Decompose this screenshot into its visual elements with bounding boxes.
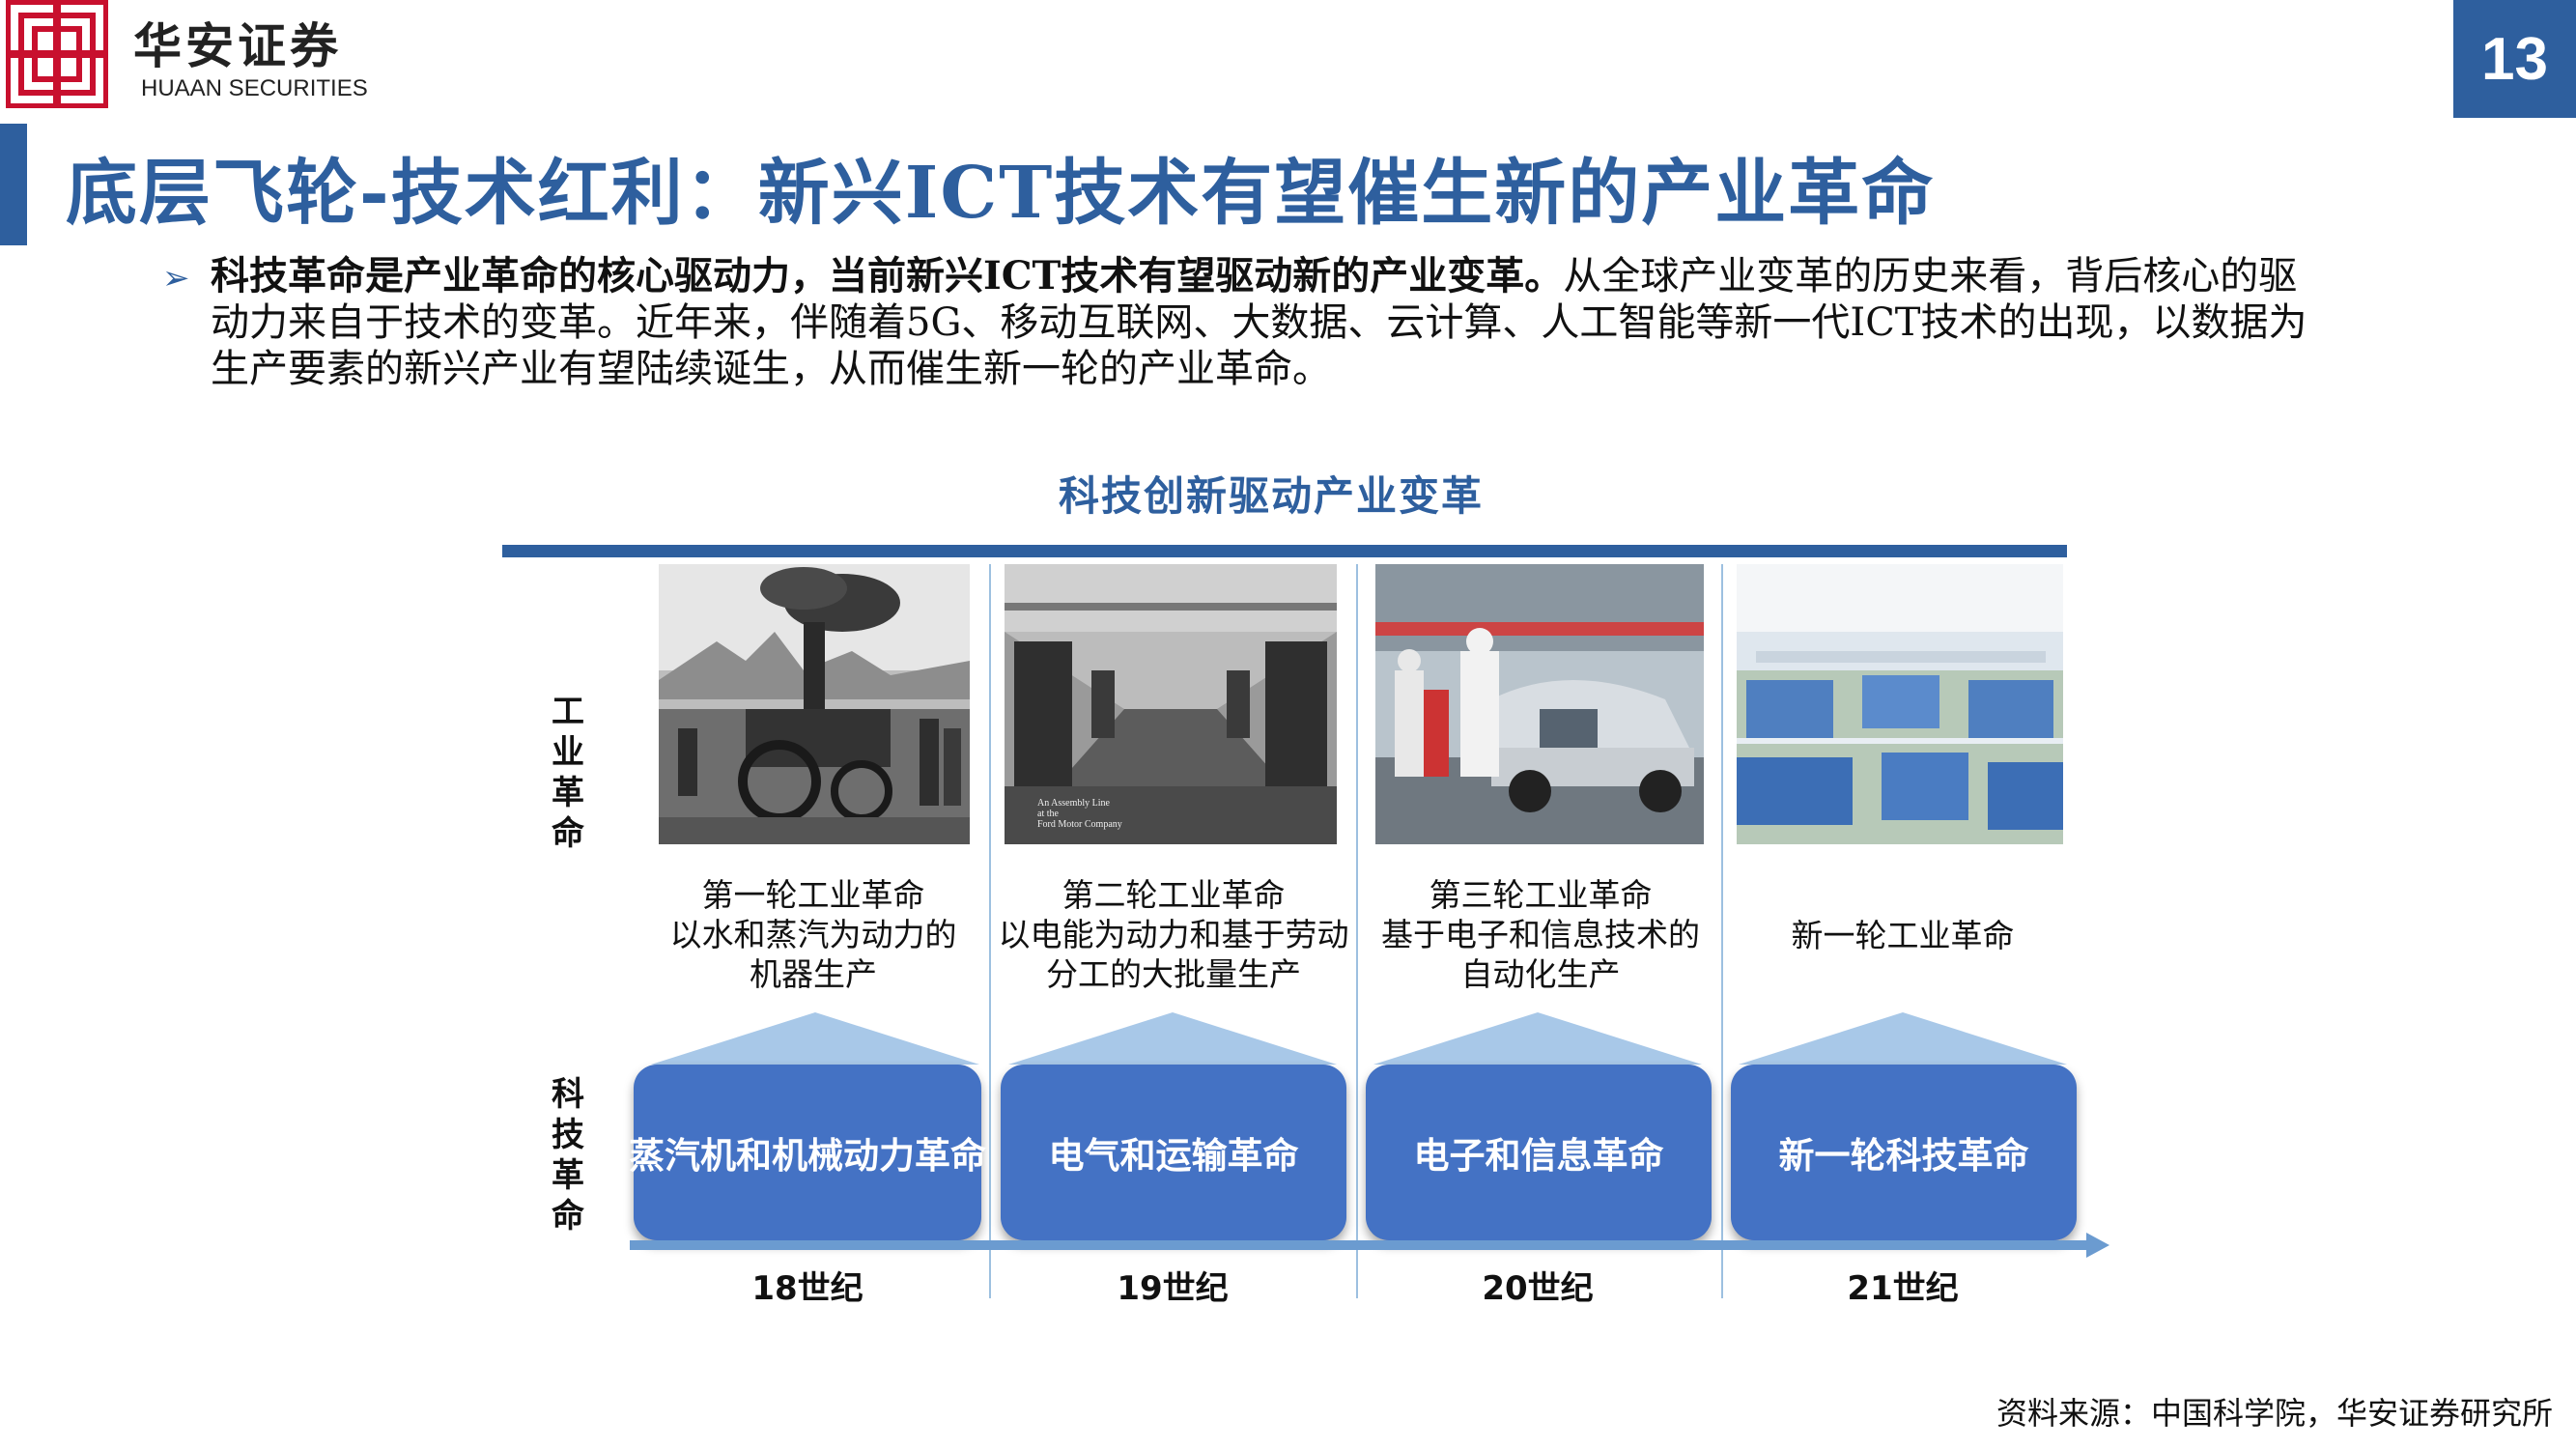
century-label: 21世纪 bbox=[1847, 1269, 1959, 1308]
industrial-caption: 第一轮工业革命 以水和蒸汽为动力的 机器生产 bbox=[669, 876, 957, 993]
timeline-axis bbox=[630, 1240, 2086, 1250]
century-label: 20世纪 bbox=[1482, 1269, 1594, 1308]
row-label-technology: 科 技 革 命 bbox=[552, 1075, 584, 1236]
ford-assembly-line-photo: An Assembly Line at the Ford Motor Compa… bbox=[1005, 564, 1337, 844]
tech-revolution-box: 蒸汽机和机械动力革命 bbox=[629, 1065, 986, 1240]
era-divider bbox=[1356, 564, 1358, 1298]
page-number-badge: 13 bbox=[2453, 0, 2576, 118]
brand-name-cn: 华安证券 bbox=[133, 17, 342, 74]
pillar-triangle bbox=[1373, 1012, 1702, 1065]
timeline-arrow-icon bbox=[2086, 1233, 2109, 1258]
huaan-logo-icon bbox=[5, 0, 109, 109]
bullet-arrow-icon: ➢ bbox=[162, 259, 190, 298]
body-paragraph: 科技革命是产业革命的核心驱动力，当前新兴ICT技术有望驱动新的产业变革。从全球产… bbox=[211, 253, 2335, 392]
tech-revolution-box: 电气和运输革命 bbox=[1001, 1065, 1346, 1240]
pillar-triangle bbox=[1008, 1012, 1337, 1065]
century-label: 18世纪 bbox=[751, 1269, 863, 1308]
title-accent-bar bbox=[0, 124, 27, 245]
row-label-industrial: 工 业 革 命 bbox=[552, 693, 584, 853]
industrial-caption: 第二轮工业革命 以电能为动力和基于劳动 分工的大批量生产 bbox=[998, 876, 1349, 993]
photo-caption: An Assembly Line at the Ford Motor Compa… bbox=[1037, 798, 1122, 830]
smart-factory-photo bbox=[1737, 564, 2063, 844]
steam-locomotive-photo bbox=[659, 564, 970, 844]
industrial-caption: 第三轮工业革命 基于电子和信息技术的 自动化生产 bbox=[1381, 876, 1700, 993]
diagram-title: 科技创新驱动产业变革 bbox=[1059, 472, 1485, 520]
source-note: 资料来源：中国科学院，华安证券研究所 bbox=[1996, 1395, 2553, 1432]
diagram-top-rule bbox=[502, 545, 2067, 557]
tech-revolution-box: 新一轮科技革命 bbox=[1731, 1065, 2077, 1240]
car-factory-photo bbox=[1375, 564, 1704, 844]
tech-revolution-box: 电子和信息革命 bbox=[1366, 1065, 1712, 1240]
body-lead-sentence: 科技革命是产业革命的核心驱动力，当前新兴ICT技术有望驱动新的产业变革。 bbox=[211, 253, 1564, 298]
century-label: 19世纪 bbox=[1117, 1269, 1229, 1308]
slide-title: 底层飞轮-技术红利：新兴ICT技术有望催生新的产业革命 bbox=[66, 152, 1936, 235]
era-divider bbox=[989, 564, 991, 1298]
pillar-triangle bbox=[651, 1012, 979, 1065]
industrial-caption: 新一轮工业革命 bbox=[1791, 917, 2015, 954]
brand-name-en: HUAAN SECURITIES bbox=[141, 75, 368, 101]
body-rest-text: 从全球产业变革的历史来看，背后核心的驱动力来自于技术的变革。近年来，伴随着5G、… bbox=[211, 254, 2307, 391]
era-divider bbox=[1721, 564, 1723, 1298]
pillar-triangle bbox=[1739, 1012, 2067, 1065]
